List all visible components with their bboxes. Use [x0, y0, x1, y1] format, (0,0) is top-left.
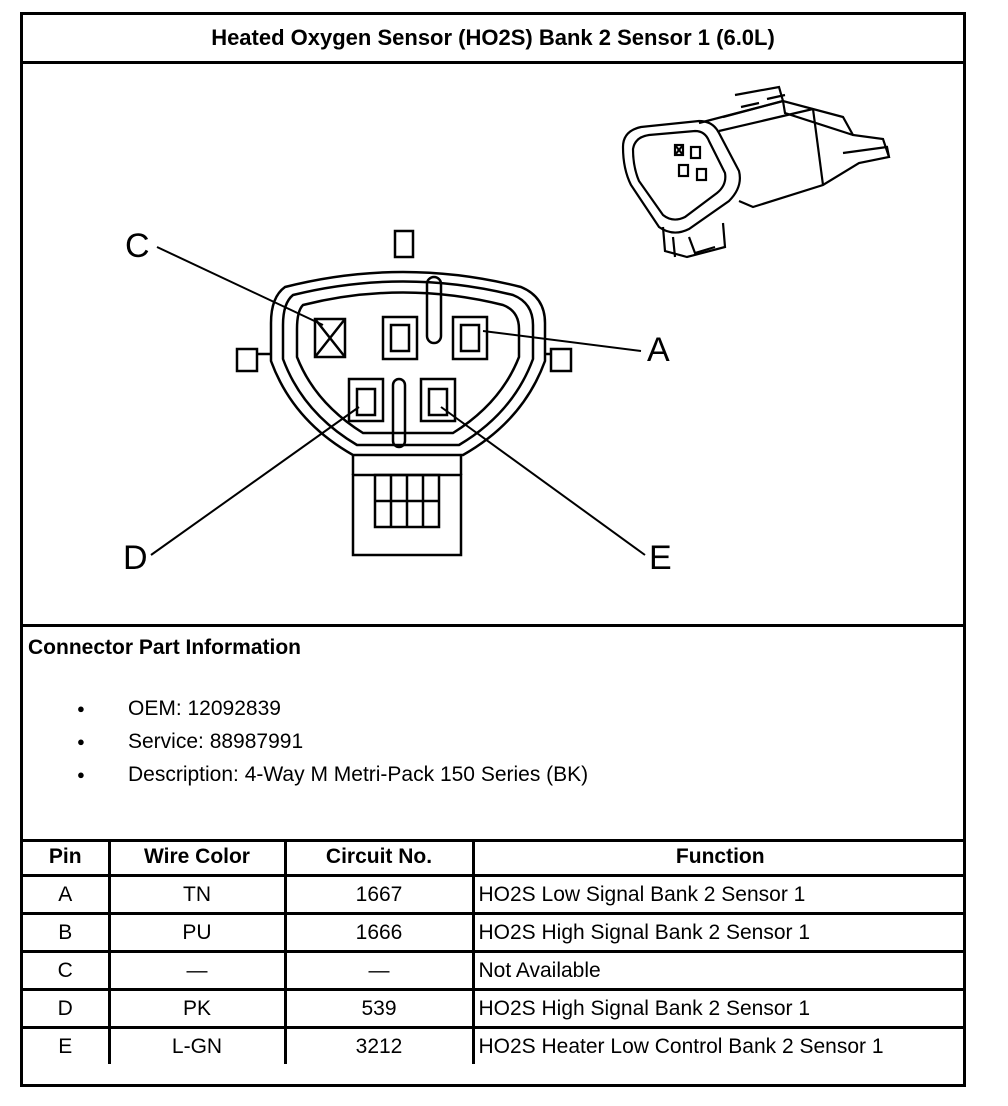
connector-info-heading: Connector Part Information — [28, 636, 302, 659]
circuit-cell: 1667 — [283, 874, 475, 915]
table-header-row: Pin Wire Color Circuit No. Function — [23, 839, 966, 877]
function-cell: HO2S Low Signal Bank 2 Sensor 1 — [471, 874, 966, 915]
connector-diagram-panel: C A D E — [23, 61, 963, 627]
table-row: C — — Not Available — [23, 950, 966, 991]
connector-info-list: OEM: 12092839 Service: 88987991 Descript… — [23, 692, 588, 791]
pin-cell: B — [23, 912, 111, 953]
table-row: E L-GN 3212 HO2S Heater Low Control Bank… — [23, 1026, 966, 1064]
bottom-rib — [391, 377, 407, 449]
table-row: B PU 1666 HO2S High Signal Bank 2 Sensor… — [23, 912, 966, 953]
wire-color-cell: L-GN — [107, 1026, 287, 1064]
top-rib — [425, 275, 443, 345]
header-circuit-no: Circuit No. — [283, 839, 475, 877]
pin-leader-lines — [150, 246, 646, 556]
table-row: D PK 539 HO2S High Signal Bank 2 Sensor … — [23, 988, 966, 1029]
pin-label-c: C — [125, 227, 150, 265]
oem-part-number: OEM: 12092839 — [23, 692, 588, 725]
connector-document: Heated Oxygen Sensor (HO2S) Bank 2 Senso… — [20, 12, 966, 1087]
cavity-d — [347, 377, 385, 423]
pin-cell: A — [23, 874, 111, 915]
connector-housing — [235, 229, 573, 557]
table-row: A TN 1667 HO2S Low Signal Bank 2 Sensor … — [23, 874, 966, 915]
connector-3d-illustration — [621, 85, 891, 259]
wire-color-cell: PK — [107, 988, 287, 1029]
header-wire-color: Wire Color — [107, 839, 287, 877]
pin-label-d: D — [123, 539, 148, 577]
cavity-e — [419, 377, 457, 423]
connector-part-info: Connector Part Information OEM: 12092839… — [23, 624, 963, 842]
function-cell: HO2S Heater Low Control Bank 2 Sensor 1 — [471, 1026, 966, 1064]
pin-label-e: E — [649, 539, 672, 577]
circuit-cell: 539 — [283, 988, 475, 1029]
header-function: Function — [471, 839, 966, 877]
circuit-cell: 1666 — [283, 912, 475, 953]
pin-cell: E — [23, 1026, 111, 1064]
wire-color-cell: PU — [107, 912, 287, 953]
cavity-a — [451, 315, 489, 361]
function-cell: HO2S High Signal Bank 2 Sensor 1 — [471, 988, 966, 1029]
pin-cell: C — [23, 950, 111, 991]
pin-table: Pin Wire Color Circuit No. Function A TN… — [23, 839, 966, 1064]
function-cell: Not Available — [471, 950, 966, 991]
service-part-number: Service: 88987991 — [23, 725, 588, 758]
pin-label-a: A — [647, 331, 670, 369]
function-cell: HO2S High Signal Bank 2 Sensor 1 — [471, 912, 966, 953]
wire-color-cell: TN — [107, 874, 287, 915]
connector-description: Description: 4-Way M Metri-Pack 150 Seri… — [23, 758, 588, 791]
wire-color-cell: — — [107, 950, 287, 991]
cavity-b — [381, 315, 419, 361]
page-title: Heated Oxygen Sensor (HO2S) Bank 2 Senso… — [23, 15, 963, 64]
connector-face-diagram: C A D E — [123, 85, 891, 577]
circuit-cell: — — [283, 950, 475, 991]
header-pin: Pin — [23, 839, 111, 877]
cavity-c — [313, 317, 347, 359]
circuit-cell: 3212 — [283, 1026, 475, 1064]
pin-cell: D — [23, 988, 111, 1029]
